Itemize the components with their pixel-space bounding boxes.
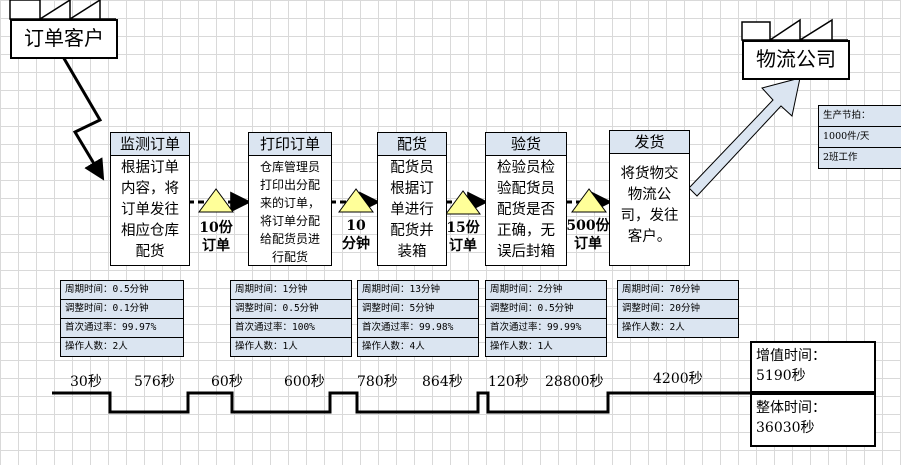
process-description: 仓库管理员 打印出分配 来的订单， 将订单分配 给配货员进 行配货 xyxy=(259,160,320,264)
process-description: 根据订单 内容，将 订单发往 相应仓库 配货 xyxy=(121,160,179,260)
inventory-qty-1: 10份 订单 xyxy=(199,220,233,254)
total-time-box: 整体时间： 36030秒 xyxy=(750,393,876,447)
data-row: 调整时间：0.5分钟 xyxy=(486,300,606,319)
data-row: 首次通过率：99.97% xyxy=(61,319,183,338)
data-row: 周期时间：0.5分钟 xyxy=(61,281,183,300)
inventory-triangle-2 xyxy=(338,188,374,213)
data-row: 调整时间：0.1分钟 xyxy=(61,300,183,319)
customer-factory-roof xyxy=(9,0,116,21)
timeline-ladder xyxy=(52,391,760,414)
data-row: 调整时间：0.5分钟 xyxy=(231,300,351,319)
process-title: 配货 xyxy=(378,133,446,156)
inventory-qty-3: 15份 订单 xyxy=(446,220,480,254)
data-row: 操作人数：2人 xyxy=(618,319,738,337)
customer-label: 订单客户 xyxy=(24,26,104,50)
plan-row-rate: 1000件/天 xyxy=(819,127,901,148)
process-description: 配货员 根据订 单进行 配货并 装箱 xyxy=(390,160,434,260)
data-row: 周期时间：2分钟 xyxy=(486,281,606,300)
process-box-shipping: 发货 将货物交 物流公 司，发往 客户。 xyxy=(609,130,690,266)
inventory-triangle-4 xyxy=(571,188,607,213)
data-box-5: 周期时间：70分钟 调整时间：20分钟 操作人数：2人 xyxy=(617,280,739,338)
process-title: 发货 xyxy=(610,131,689,154)
timeline-label: 576秒 xyxy=(134,374,175,390)
process-box-print-order: 打印订单 仓库管理员 打印出分配 来的订单， 将订单分配 给配货员进 行配货 xyxy=(248,132,332,266)
data-row: 首次通过率：99.98% xyxy=(358,319,478,338)
process-title: 验货 xyxy=(486,133,566,156)
logistics-box: 物流公司 xyxy=(742,40,850,80)
data-box-2: 周期时间：1分钟 调整时间：0.5分钟 首次通过率：100% 操作人数：1人 xyxy=(230,280,352,357)
process-title: 打印订单 xyxy=(249,133,331,156)
process-box-inspection: 验货 检验员检 验配货员 配货是否 正确，无 误后封箱 xyxy=(485,132,567,266)
data-row: 周期时间：13分钟 xyxy=(358,281,478,300)
data-row: 操作人数：2人 xyxy=(61,338,183,356)
process-description: 检验员检 验配货员 配货是否 正确，无 误后封箱 xyxy=(497,160,555,260)
data-row: 首次通过率：100% xyxy=(231,319,351,338)
timeline-label: 4200秒 xyxy=(653,371,703,387)
logistics-label: 物流公司 xyxy=(756,47,836,71)
data-row: 周期时间：1分钟 xyxy=(231,281,351,300)
total-time-value: 36030秒 xyxy=(756,420,815,436)
timeline-label: 780秒 xyxy=(357,374,398,390)
inventory-qty-4: 500份 订单 xyxy=(566,218,610,252)
process-title: 监测订单 xyxy=(111,133,189,156)
data-row: 首次通过率：99.99% xyxy=(486,319,606,338)
shipment-arrow xyxy=(688,77,801,197)
inventory-triangle-3 xyxy=(445,190,481,215)
data-box-1: 周期时间：0.5分钟 调整时间：0.1分钟 首次通过率：99.97% 操作人数：… xyxy=(60,280,184,357)
data-row: 操作人数：1人 xyxy=(486,338,606,356)
timeline-label: 600秒 xyxy=(284,374,325,390)
data-row: 操作人数：1人 xyxy=(231,338,351,356)
value-added-label: 增值时间： xyxy=(756,348,826,364)
data-box-4: 周期时间：2分钟 调整时间：0.5分钟 首次通过率：99.99% 操作人数：1人 xyxy=(485,280,607,357)
process-box-picking: 配货 配货员 根据订 单进行 配货并 装箱 xyxy=(377,132,447,266)
timeline-label: 60秒 xyxy=(211,374,243,390)
value-added-time-box: 增值时间： 5190秒 xyxy=(750,341,876,393)
process-description: 将货物交 物流公 司，发往 客户。 xyxy=(620,166,679,245)
customer-box: 订单客户 xyxy=(10,19,118,59)
production-plan-box: 生产节拍： 1000件/天 2班工作 xyxy=(818,105,901,169)
total-time-label: 整体时间： xyxy=(756,400,826,416)
plan-row-takt: 生产节拍： xyxy=(819,106,901,127)
inventory-qty-2: 10 分钟 xyxy=(342,218,370,252)
data-row: 调整时间：5分钟 xyxy=(358,300,478,319)
data-row: 调整时间：20分钟 xyxy=(618,300,738,319)
value-added-value: 5190秒 xyxy=(756,368,806,384)
timeline-label: 28800秒 xyxy=(545,374,604,390)
data-row: 操作人数：4人 xyxy=(358,338,478,356)
plan-row-shifts: 2班工作 xyxy=(819,148,901,168)
timeline-label: 30秒 xyxy=(70,374,102,390)
logistics-factory-roof xyxy=(741,18,848,42)
timeline-label: 864秒 xyxy=(422,374,463,390)
inventory-triangle-1 xyxy=(198,188,234,213)
timeline-label: 120秒 xyxy=(488,374,529,390)
data-box-3: 周期时间：13分钟 调整时间：5分钟 首次通过率：99.98% 操作人数：4人 xyxy=(357,280,479,357)
process-box-monitor-order: 监测订单 根据订单 内容，将 订单发往 相应仓库 配货 xyxy=(110,132,190,266)
info-flow-lightning-arrow xyxy=(60,54,105,181)
data-row: 周期时间：70分钟 xyxy=(618,281,738,300)
